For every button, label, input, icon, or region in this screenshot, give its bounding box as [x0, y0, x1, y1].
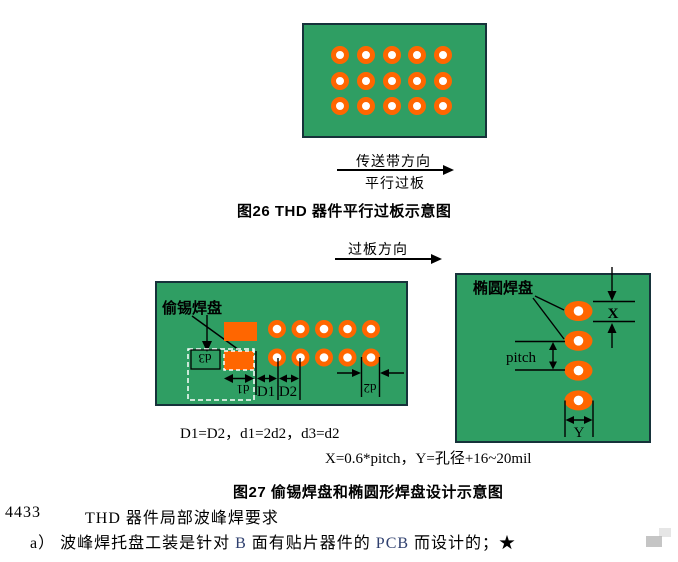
dim-label-y: Y — [574, 425, 585, 441]
thru-hole-pad — [331, 71, 349, 90]
pad-hole — [573, 306, 584, 316]
arrow-head-icon — [565, 416, 574, 424]
item-a-term-pcb: PCB — [375, 535, 410, 552]
figure27-right-board: 椭圆焊盘 X pitch Y — [455, 267, 651, 443]
thief-pad-rect-top — [224, 322, 257, 341]
thru-hole-pad — [408, 97, 427, 115]
item-a-middle: 面有贴片器件的 — [246, 535, 376, 552]
thru-hole-pad — [356, 71, 375, 90]
section-title: THD 器件局部波峰焊要求 — [85, 510, 279, 527]
figure26-pcb-board — [302, 23, 487, 138]
dashed-outline-rect — [187, 348, 255, 401]
arrow-head-icon — [279, 374, 287, 383]
left-board-formula: D1=D2，d1=2d2，d3=d2 — [180, 426, 340, 442]
thief-pad-rect-bottom — [223, 350, 255, 371]
thru-hole-pad — [356, 97, 375, 115]
pad-hole — [319, 324, 329, 334]
pass-direction-arrow-head-icon — [431, 254, 442, 264]
conveyor-direction-label: 传送带方向 — [356, 153, 431, 169]
arrow-head-icon — [224, 374, 233, 383]
pad-hole — [343, 353, 352, 362]
pad-hole — [319, 353, 329, 362]
gray-marker-icon — [646, 536, 662, 547]
left-board-pad-grid — [268, 320, 380, 367]
thru-hole-pad — [356, 46, 375, 64]
thru-hole-pad — [434, 71, 452, 90]
section-number: 4433 — [5, 504, 41, 521]
pass-direction-label: 过板方向 — [348, 241, 408, 257]
thru-hole-pad — [408, 71, 427, 90]
pad-hole — [573, 395, 584, 406]
arrow-head-icon — [607, 323, 617, 333]
leader-line — [191, 315, 240, 351]
pad-hole — [296, 353, 305, 362]
d3-box — [190, 349, 221, 370]
down-arrow-head-icon — [202, 341, 212, 352]
arrow-head-icon — [380, 369, 389, 377]
thru-hole-pad — [434, 97, 452, 115]
dim-label-d1: d1 — [237, 382, 250, 397]
conveyor-arrow-line — [337, 169, 445, 171]
item-a-prefix: a） 波峰焊托盘工装是针对 — [30, 535, 236, 552]
pass-direction-arrow-line — [335, 258, 433, 260]
figure27-left-board: 偷锡焊盘 d3 d1 — [155, 281, 408, 406]
arrow-head-icon — [584, 416, 593, 424]
pad-hole — [296, 324, 305, 334]
pad-hole — [573, 365, 584, 376]
leader-line — [532, 297, 565, 340]
dim-label-x: X — [608, 306, 619, 322]
pad-hole — [343, 324, 352, 334]
pad-hole — [272, 353, 282, 362]
thru-hole-pad — [331, 97, 349, 115]
dim-label-pitch: pitch — [506, 350, 536, 366]
pad-hole — [366, 353, 376, 362]
arrow-head-icon — [245, 374, 254, 383]
solder-thief-pad-label: 偷锡焊盘 — [162, 299, 222, 317]
arrow-head-icon — [257, 374, 265, 383]
dim-label-D2: D2 — [279, 384, 297, 400]
item-a-term-b: B — [235, 535, 247, 552]
pad-hole — [366, 324, 376, 334]
oval-pad-label: 椭圆焊盘 — [473, 279, 533, 297]
arrow-head-icon — [269, 374, 277, 383]
thru-hole-pad — [382, 46, 401, 64]
right-board-graphics: 椭圆焊盘 X pitch Y — [473, 267, 635, 441]
thru-hole-pad — [408, 46, 427, 64]
conveyor-arrow-head-icon — [443, 165, 454, 175]
thru-hole-pad — [434, 46, 452, 64]
parallel-pass-label: 平行过板 — [365, 175, 425, 191]
arrow-head-icon — [291, 374, 299, 383]
item-a-line: a） 波峰焊托盘工装是针对 B 面有贴片器件的 PCB 而设计的；★ — [30, 529, 516, 553]
item-a-suffix: 而设计的；★ — [409, 535, 517, 552]
thru-hole-pad — [382, 71, 401, 90]
gray-artifact-icon — [659, 528, 671, 537]
left-board-graphics: 偷锡焊盘 d3 d1 — [162, 299, 404, 401]
arrow-head-icon — [607, 291, 617, 301]
right-board-formula: X=0.6*pitch，Y=孔径+16~20mil — [325, 451, 532, 467]
arrow-head-icon — [352, 369, 361, 377]
figure27-caption: 图27 偷锡焊盘和椭圆形焊盘设计示意图 — [233, 484, 504, 501]
dim-label-d3: d3 — [199, 351, 212, 366]
leader-line — [534, 295, 565, 311]
thru-hole-pad — [331, 46, 349, 64]
dim-label-D1: D1 — [257, 384, 275, 400]
arrow-head-icon — [549, 361, 557, 370]
right-board-pad-column — [564, 301, 593, 411]
pad-hole — [272, 324, 282, 334]
pad-hole — [573, 336, 584, 346]
dim-label-d2: d2 — [364, 381, 377, 396]
arrow-head-icon — [549, 342, 557, 350]
thru-hole-pad — [382, 97, 401, 115]
figure26-caption: 图26 THD 器件平行过板示意图 — [237, 203, 452, 220]
